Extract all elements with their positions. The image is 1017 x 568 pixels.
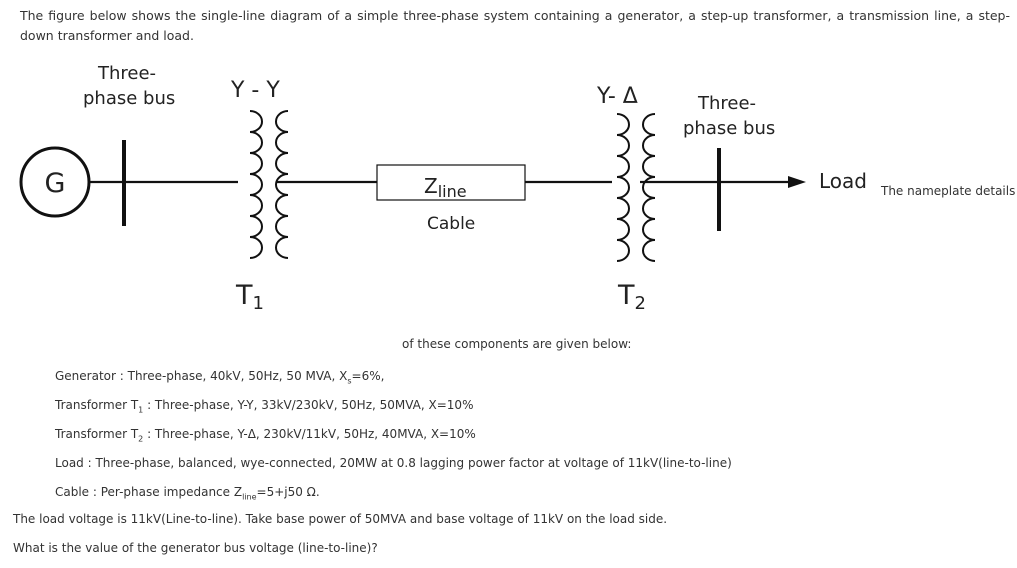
load-arrow-head: [788, 176, 806, 188]
t1-primary-winding: [249, 110, 263, 259]
single-line-diagram: Three- phase bus Y - Y Y- Δ Three- phase…: [19, 63, 867, 314]
component-specs: Generator : Three-phase, 40kV, 50Hz, 50 …: [55, 366, 732, 511]
cable-spec: Cable : Per-phase impedance Zline=5+j50 …: [55, 485, 320, 502]
components-note: of these components are given below:: [402, 337, 632, 351]
nameplate-note: The nameplate details: [881, 184, 1016, 198]
bus2-label-line1: Three-: [697, 93, 756, 114]
bus1-label-line2: phase bus: [83, 88, 175, 109]
cable-label: Cable: [427, 214, 475, 234]
question-prompt: What is the value of the generator bus v…: [13, 541, 378, 555]
question-text: The load voltage is 11kV(Line-to-line). …: [13, 512, 668, 526]
t2-connection-label: Y- Δ: [596, 84, 638, 109]
bus1-label-line1: Three-: [97, 63, 156, 84]
cable-impedance-label: Zline: [424, 174, 467, 201]
t2-primary-winding: [616, 113, 630, 262]
t1-label: T1: [235, 280, 264, 314]
t2-secondary-winding: [642, 113, 656, 262]
bus2-label-line2: phase bus: [683, 118, 775, 139]
t1-spec: Transformer T1 : Three-phase, Y-Y, 33kV/…: [55, 398, 474, 415]
load-spec: Load : Three-phase, balanced, wye-connec…: [55, 456, 732, 470]
generator-label: G: [45, 168, 66, 199]
load-label: Load: [819, 169, 867, 193]
generator-spec: Generator : Three-phase, 40kV, 50Hz, 50 …: [55, 369, 385, 386]
t1-connection-label: Y - Y: [230, 78, 280, 103]
intro-paragraph: The figure below shows the single-line d…: [20, 8, 1010, 43]
t2-spec: Transformer T2 : Three-phase, Y-Δ, 230kV…: [55, 427, 476, 444]
t1-secondary-winding: [275, 110, 289, 259]
t2-label: T2: [617, 280, 646, 314]
